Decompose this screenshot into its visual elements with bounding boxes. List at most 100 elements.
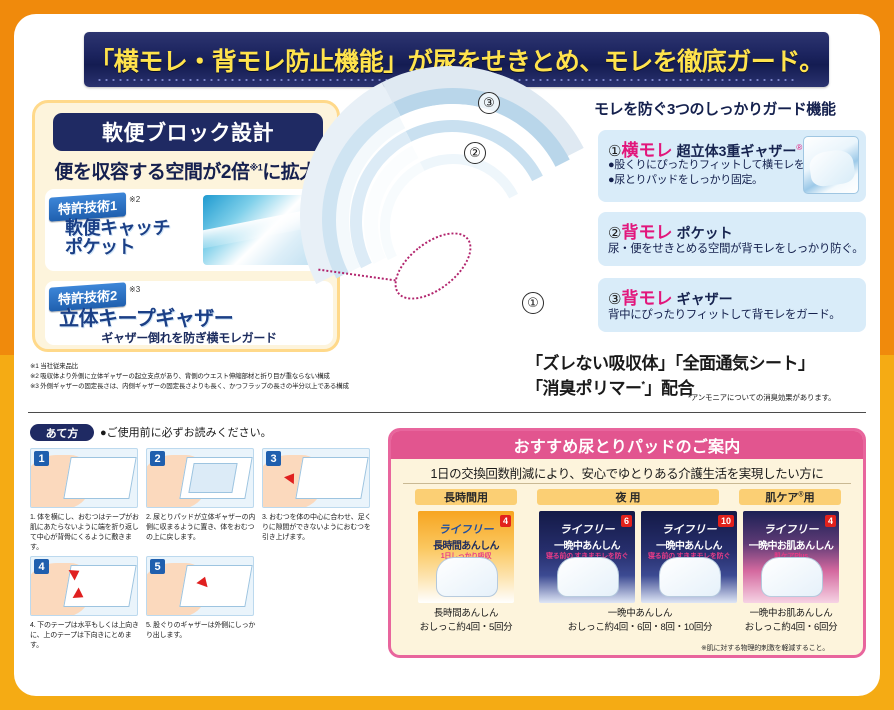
step-number-5: 5 [150,559,165,574]
product-2-name: 一晩中あんしん [554,541,620,552]
howto-step-3-text: 3. おむつを体の中心に合わせ、足くりに隙間ができないようにおむつを引き上げます… [262,514,372,542]
recommended-pads-footnote: ※肌に対する物理的刺激を軽減すること。 [701,645,830,652]
guard-item-3-tail: ギャザー [676,291,733,307]
howto-step-1-text: 1. 体を横にし、おむつはテープがお肌にあたらないように端を折り返して中心が背骨… [30,514,139,552]
headline-banner: 「横モレ・背モレ防止機能」が尿をせきとめ、モレを徹底ガード。 [84,32,829,87]
category-tab-long-wear[interactable]: 長時間用 [415,489,517,505]
callout-1: ① [522,292,544,314]
guard-item-1-reg-mark: ® [796,143,803,152]
subtitle-note: ※1 [249,162,263,173]
product-caption-1: 長時間あんしん おしっこ約4回・5回分 [401,607,531,636]
guard-item-2-tail: ポケット [676,225,733,241]
howto-step-4-image: 4 [30,556,138,616]
left-panel-footer: ギャザー倒れを防ぎ横モレガード [101,331,277,345]
feature-line-1: 「ズレない吸収体」「全面通気シート」 [526,354,815,373]
patent-card-1: 特許技術1 ※2 軟便キャッチ ポケット [45,189,333,271]
patent-note-2: ※3 [129,285,141,294]
product-caption-2: 一晩中あんしん おしっこ約4回・6回・8回・10回分 [537,607,743,636]
guard-item-3: ③背モレ ギャザー 背中にぴったりフィットして背モレをガード。 [598,278,866,332]
pad-product-image [436,557,498,597]
skin-care-label-tail: 用 [803,492,815,504]
callout-2: ② [464,142,486,164]
category-tab-long-wear-label: 長時間用 [444,492,488,504]
guard-item-1-bullet-1: ●股くりにぴったりフィットして横モレを防ぐ。 [608,159,837,171]
step-number-2: 2 [150,451,165,466]
recommended-pads-title-bar: おすすめ尿とりパッドのご案内 [391,431,863,459]
product-3-count: 10 [717,515,734,527]
guard-section-title: モレを防ぐ3つのしっかりガード機能 [594,101,836,118]
product-caption-1-line1: 長時間あんしん [433,608,499,619]
product-card-4[interactable]: 4 ライフリー 一晩中お肌あんしん 肌ケアPlus [743,511,839,603]
product-caption-1-line2: おしっこ約4回・5回分 [419,622,513,634]
guard-item-3-keyword: 背モレ [621,289,673,308]
product-4-brand: ライフリー [763,524,819,536]
product-caption-3: 一晩中お肌あんしん おしっこ約4回・6回分 [721,607,861,636]
callout-3: ③ [478,92,500,114]
howto-note: ●ご使用前に必ずお読みください。 [100,427,272,439]
headline-text: 「横モレ・背モレ防止機能」が尿をせきとめ、モレを徹底ガード。 [89,47,824,76]
pad-product-image [557,557,619,597]
subtitle-pre: 便を収容する空間が2倍 [54,162,250,183]
product-4-sub: 肌ケアPlus [743,551,839,561]
product-1-count: 4 [499,515,511,527]
category-tab-skin-care-label: 肌ケア®用 [765,489,814,505]
features-text: 「ズレない吸収体」「全面通気シート」 「消臭ポリマー*」配合 [526,352,815,401]
guard-item-1-tail: 超立体3重ギャザー [676,143,797,159]
skin-care-label-main: 肌ケア [765,492,799,504]
section-divider [28,412,866,413]
left-panel-title: 軟便ブロック設計 [102,122,274,145]
recommended-pads-rule [403,483,851,484]
patent-label-1-line2: ポケット [65,236,136,257]
patent-label-2-line1: 立体キープギャザー [59,308,234,330]
footnote-3: ※3 外側ギャザーの固定長さは、内側ギャザーの固定長さよりも長く、かつフラップの… [30,383,349,391]
howto-step-1-image: 1 [30,448,138,508]
product-card-1[interactable]: 4 ライフリー 長時間あんしん 1日しっかり吸収 [418,511,514,603]
feature-line-2-pre: 「消臭ポリマー [526,378,642,398]
product-card-3[interactable]: 10 ライフリー 一晩中あんしん 寝る前の すきまモレを防ぐ [641,511,737,603]
product-4-name: 一晩中お肌あんしん [748,541,834,552]
product-card-2[interactable]: 6 ライフリー 一晩中あんしん 寝る前の すきまモレを防ぐ [539,511,635,603]
category-tab-skin-care[interactable]: 肌ケア®用 [739,489,841,505]
guard-item-2-heading: ②背モレ ポケット [608,218,733,243]
diaper-illustration: ③ ② ① [260,26,640,406]
patent-label-2: 立体キープギャザー [59,308,234,330]
howto-step-5-text: 5. 股ぐりのギャザーは外側にしっかり出します。 [146,622,256,640]
footnote-1: ※1 当社従来品比 [30,363,79,370]
guard-item-1-thumbnail [803,136,859,194]
product-3-sub: 寝る前の すきまモレを防ぐ [647,553,730,560]
guard-item-2-num: ② [608,225,622,242]
feature-line-2: 「消臭ポリマー*」配合 [526,377,815,402]
headline-dot-rule [96,78,796,82]
category-tab-night[interactable]: 夜 用 [537,489,719,505]
product-2-sub: 寝る前の すきまモレを防ぐ [545,553,628,560]
guard-item-3-num: ③ [608,291,622,308]
skin-care-reg-mark: ® [798,491,804,499]
guard-item-1: ①横モレ 超立体3重ギャザー® ●股くりにぴったりフィットして横モレを防ぐ。 ●… [598,130,866,202]
step-number-1: 1 [34,451,49,466]
product-3-brand: ライフリー [661,524,717,536]
howto-step-4-text: 4. 下のテープは水平もしくは上向きに、上のテープは下向きにとめます。 [30,622,139,650]
guard-item-3-heading: ③背モレ ギャザー [608,284,733,309]
left-panel-title-bar: 軟便ブロック設計 [53,113,323,151]
recommended-pads-lead: 1日の交換回数削減により、安心でゆとりある介護生活を実現したい方に [430,467,824,481]
howto-badge-label: あて方 [45,427,79,440]
howto-step-2-text: 2. 尿とりパッドが立体ギャザーの内側に収まるように置き、体をおむつの上に戻しま… [146,514,256,542]
product-caption-2-line1: 一晩中あんしん [607,608,673,619]
diaper-shape-icon [179,565,253,607]
subtitle-post: に拡大! [262,162,324,183]
feature-line-2-note: * [641,378,646,389]
product-2-count: 6 [620,515,632,527]
guard-item-1-keyword: 横モレ [621,141,673,160]
left-panel-subtitle: 便を収容する空間が2倍※1に拡大! [35,157,343,184]
guard-item-1-heading: ①横モレ 超立体3重ギャザー® [608,136,802,161]
soft-stool-block-panel: 軟便ブロック設計 便を収容する空間が2倍※1に拡大! 特許技術1 ※2 軟便キャ… [32,100,340,352]
guard-item-1-bullets: ●股くりにぴったりフィットして横モレを防ぐ。 ●尿とりパッドをしっかり固定。 [608,158,837,188]
pad-product-image [659,557,721,597]
product-caption-3-line1: 一晩中お肌あんしん [749,608,833,619]
guard-item-2-keyword: 背モレ [621,223,673,242]
footnotes: ※1 当社従来品比 ※2 吸収体より外側に立体ギャザーの起立支点があり、背側のウ… [30,362,460,392]
product-2-brand: ライフリー [559,524,615,536]
product-1-name: 長時間あんしん [433,541,499,552]
pad-insert-icon [188,463,238,493]
product-3-name: 一晩中あんしん [656,541,722,552]
